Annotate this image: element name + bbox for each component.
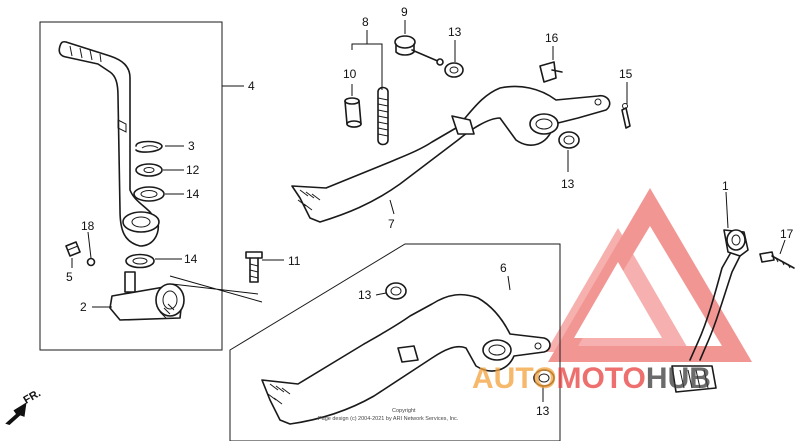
- wordmark-auto: AUTO: [472, 362, 556, 395]
- collar: [344, 97, 362, 128]
- wordmark-hub: HUB: [646, 362, 711, 395]
- small-pin: [86, 257, 96, 267]
- callout-17: 17: [780, 227, 794, 241]
- pedal-bolt: [759, 251, 795, 269]
- callout-labels: 1 2 3 4 5 6 7 8 9 10 11 12 13 13 13 13 1…: [66, 5, 794, 418]
- callout-11: 11: [288, 254, 301, 268]
- brake-pedal-group-frame: [229, 243, 561, 441]
- callout-4: 4: [248, 79, 255, 93]
- callout-13-lower-left: 13: [358, 288, 372, 302]
- callout-8: 8: [362, 15, 369, 29]
- dust-seal-right: [558, 131, 580, 149]
- callout-2: 2: [80, 300, 87, 314]
- brake-pedal-lower: [261, 293, 551, 425]
- copyright-line-2: Page design (c) 2004-2021 by ARI Network…: [318, 416, 459, 422]
- snap-ring: [135, 140, 163, 153]
- callout-6: 6: [500, 261, 507, 275]
- callout-13-top: 13: [448, 25, 462, 39]
- gear-change-pedal: [671, 229, 749, 393]
- kickstart-bolt: [65, 241, 81, 257]
- wordmark-moto: MOTO: [556, 362, 645, 395]
- dust-seal-top: [444, 62, 464, 78]
- callout-14-lower: 14: [184, 252, 198, 266]
- callout-9: 9: [401, 5, 408, 19]
- spring-clip: [539, 61, 563, 83]
- flange-bolt: [245, 251, 263, 283]
- callout-12: 12: [186, 163, 200, 177]
- kickstart-group-frame: [39, 21, 223, 351]
- dust-seal-lower-right: [533, 369, 555, 387]
- front-direction-arrow: FR.: [5, 387, 43, 426]
- washer: [135, 163, 163, 177]
- callout-13-lower-right: 13: [536, 404, 550, 418]
- cotter-pin: [621, 103, 631, 129]
- copyright-notice: Copyright Page design (c) 2004-2021 by A…: [318, 408, 459, 422]
- leader-lines: [71, 20, 786, 402]
- front-direction-label: FR.: [22, 387, 43, 406]
- callout-18: 18: [81, 219, 95, 233]
- callout-10: 10: [343, 67, 357, 81]
- oil-seal-upper: [133, 186, 165, 202]
- callout-14-upper: 14: [186, 187, 200, 201]
- pivot-pin: [394, 35, 444, 66]
- callout-16: 16: [545, 31, 559, 45]
- callout-7: 7: [388, 217, 395, 231]
- watermark-logo: [546, 188, 752, 362]
- copyright-line-1: Copyright: [392, 408, 416, 414]
- callout-5: 5: [66, 270, 73, 284]
- watermark-wordmark: AUTOMOTOHUB: [472, 362, 711, 395]
- svg-text:AUTOMOTOHUB: AUTOMOTOHUB: [472, 362, 711, 395]
- oil-seal-lower: [125, 253, 155, 269]
- callout-1: 1: [722, 179, 729, 193]
- kickstart-spindle: [109, 271, 185, 321]
- return-spring: [377, 86, 389, 146]
- callout-13-right: 13: [561, 177, 575, 191]
- kickstart-arm: [58, 40, 160, 247]
- callout-15: 15: [619, 67, 633, 81]
- callout-3: 3: [188, 139, 195, 153]
- brake-pedal-upper: [291, 85, 611, 223]
- dust-seal-lower-left: [385, 282, 407, 300]
